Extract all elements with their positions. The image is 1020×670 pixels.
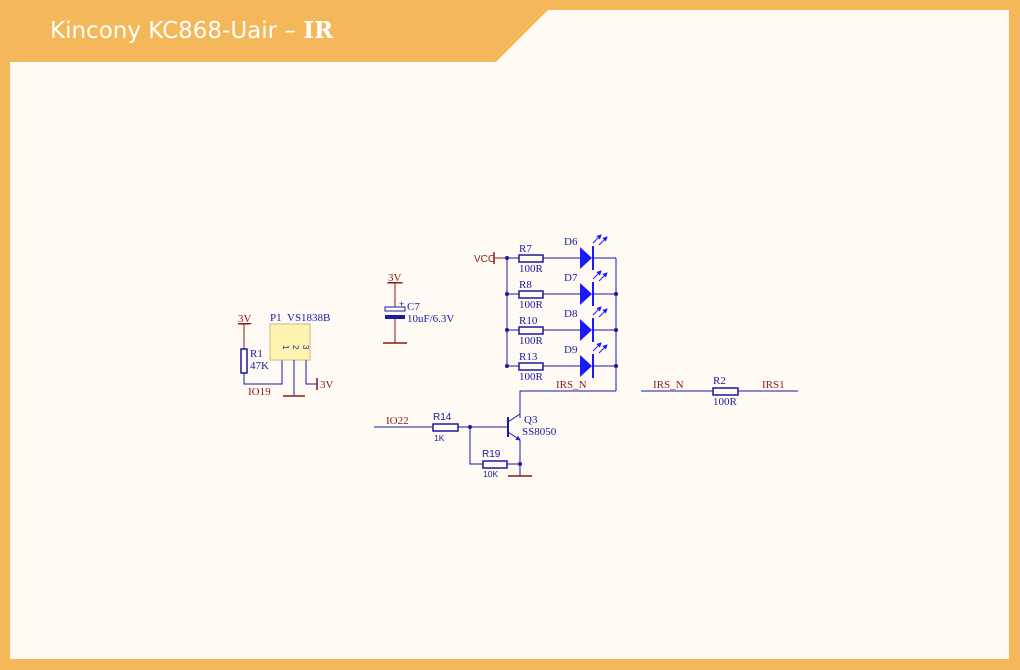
led-resistor bbox=[518, 254, 544, 263]
irs-n-label: IRS_N bbox=[556, 379, 587, 391]
led-resistor-ref: R10 bbox=[519, 315, 538, 327]
p1-vs1838b bbox=[269, 323, 311, 361]
light-ray-icon bbox=[592, 306, 602, 316]
r19-ref: R19 bbox=[482, 449, 501, 460]
q3-ref: Q3 bbox=[524, 414, 538, 426]
r19-resistor bbox=[482, 460, 508, 469]
led-ref: D6 bbox=[564, 236, 578, 248]
led-resistor-value: 100R bbox=[519, 335, 544, 347]
schematic-panel bbox=[10, 10, 1009, 659]
io19-net-label: IO19 bbox=[248, 386, 271, 398]
p1-pin1: 1 bbox=[281, 345, 290, 350]
led-resistor-ref: R7 bbox=[519, 243, 532, 255]
led-diode-icon bbox=[580, 247, 592, 269]
led-row: R13 100R D9 bbox=[505, 342, 618, 383]
p1-value: VS1838B bbox=[287, 312, 330, 324]
p1-pin3: 3 bbox=[301, 345, 310, 350]
led-diode-icon bbox=[580, 319, 592, 341]
led-resistor-ref: R8 bbox=[519, 279, 532, 291]
led-diode-icon bbox=[580, 283, 592, 305]
led-resistor-value: 100R bbox=[519, 371, 544, 383]
pin3-power-label: 3V bbox=[320, 379, 334, 391]
c7-ref: C7 bbox=[407, 301, 420, 313]
pin3-wire bbox=[305, 360, 317, 385]
output-circuit: IRS_N R2 100R IRS1 bbox=[641, 375, 798, 408]
r14-value: 1K bbox=[434, 433, 445, 443]
led-diode-icon bbox=[580, 355, 592, 377]
q3-value: SS8050 bbox=[522, 426, 557, 438]
r2-ref: R2 bbox=[713, 375, 726, 387]
r1-value: 47K bbox=[250, 360, 269, 372]
r1-power-label: 3V bbox=[238, 313, 252, 325]
r2-resistor bbox=[712, 387, 739, 396]
r14-resistor bbox=[432, 423, 459, 432]
receiver-circuit: 3V R1 47K IO19 P1 VS1838B 1 2 3 3V bbox=[238, 312, 334, 398]
junction-dot bbox=[614, 328, 618, 332]
title-prefix: Kincony KC868-Uair – bbox=[50, 18, 304, 44]
vcc-label: VCC bbox=[474, 254, 495, 265]
r1-resistor bbox=[240, 348, 248, 374]
junction-dot bbox=[614, 364, 618, 368]
p1-ref: P1 bbox=[270, 312, 282, 324]
led-ref: D7 bbox=[564, 272, 578, 284]
led-resistor-value: 100R bbox=[519, 263, 544, 275]
light-ray-icon bbox=[598, 236, 608, 246]
c7-plate-negative bbox=[385, 315, 405, 319]
light-ray-icon bbox=[598, 308, 608, 318]
r19-value: 10K bbox=[483, 469, 498, 479]
led-row: R7 100R D6 bbox=[505, 234, 616, 275]
irs-n-wire bbox=[519, 390, 616, 418]
q3-collector bbox=[507, 413, 521, 423]
r1-ref: R1 bbox=[250, 348, 263, 360]
driver-circuit: IO22 R14 1K R19 10K Q3 SS8050 bbox=[374, 412, 557, 479]
junction-dot bbox=[614, 292, 618, 296]
light-ray-icon bbox=[592, 270, 602, 280]
page-title: Kincony KC868-Uair – IR bbox=[50, 14, 333, 48]
r2-right-net: IRS1 bbox=[762, 379, 785, 391]
light-ray-icon bbox=[598, 272, 608, 282]
c7-plus-sign: + bbox=[399, 299, 404, 309]
led-ref: D9 bbox=[564, 344, 578, 356]
r2-left-net: IRS_N bbox=[653, 379, 684, 391]
light-ray-icon bbox=[592, 234, 602, 244]
c7-plate-positive bbox=[384, 306, 406, 312]
light-ray-icon bbox=[592, 342, 602, 352]
r2-value: 100R bbox=[713, 396, 738, 408]
r14-ref: R14 bbox=[433, 412, 452, 423]
c7-power-label: 3V bbox=[388, 272, 402, 284]
c7-value: 10uF/6.3V bbox=[407, 313, 454, 325]
r19-wire bbox=[469, 427, 483, 465]
title-bold: IR bbox=[303, 17, 334, 44]
led-resistor-ref: R13 bbox=[519, 351, 538, 363]
led-resistor bbox=[518, 326, 544, 335]
p1-pin2: 2 bbox=[291, 345, 300, 350]
led-ref: D8 bbox=[564, 308, 578, 320]
led-resistor-value: 100R bbox=[519, 299, 544, 311]
led-resistor bbox=[518, 362, 544, 371]
led-resistor bbox=[518, 290, 544, 299]
q3-emitter bbox=[507, 431, 521, 441]
io19-wire bbox=[243, 360, 283, 385]
io22-net-label: IO22 bbox=[386, 415, 409, 427]
led-row: R10 100R D8 bbox=[505, 306, 618, 347]
header-tab bbox=[0, 0, 548, 62]
led-row: R8 100R D7 bbox=[505, 270, 618, 311]
light-ray-icon bbox=[598, 344, 608, 354]
capacitor-circuit: 3V + C7 10uF/6.3V bbox=[383, 272, 454, 344]
